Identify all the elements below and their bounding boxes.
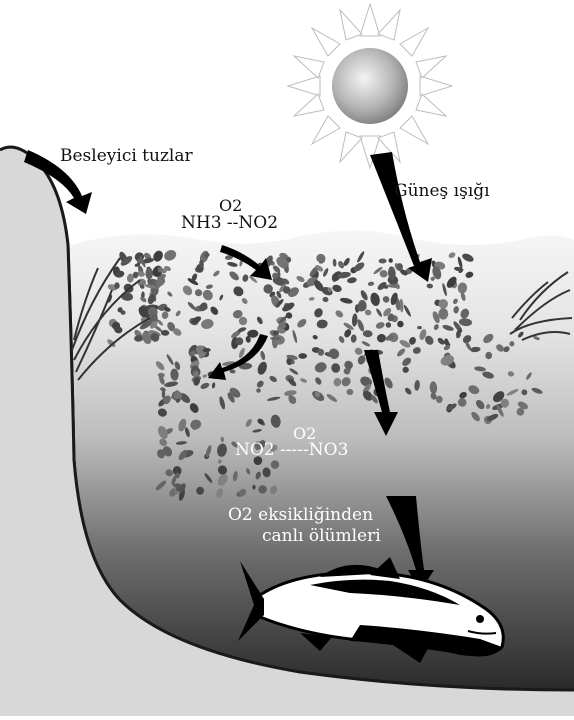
- algae-particle: [379, 259, 387, 264]
- label-nitrite-to-nitrate: NO2 -----NO3: [235, 440, 348, 460]
- label-oxygen-deficiency-line1: O2 eksikliğinden: [228, 505, 373, 525]
- algae-particle: [145, 268, 153, 280]
- algae-particle: [318, 349, 324, 356]
- label-ammonia-to-nitrite: NH3 --NO2: [181, 213, 278, 233]
- algae-particle: [436, 396, 443, 403]
- label-oxygen-deficiency-line2: canlı ölümleri: [262, 526, 381, 546]
- algae-particle: [298, 353, 307, 359]
- label-nutrient-salts: Besleyici tuzlar: [60, 146, 193, 166]
- label-sunlight: Güneş ışığı: [394, 181, 490, 201]
- sun-icon: [288, 4, 452, 168]
- algae-particle: [252, 485, 255, 490]
